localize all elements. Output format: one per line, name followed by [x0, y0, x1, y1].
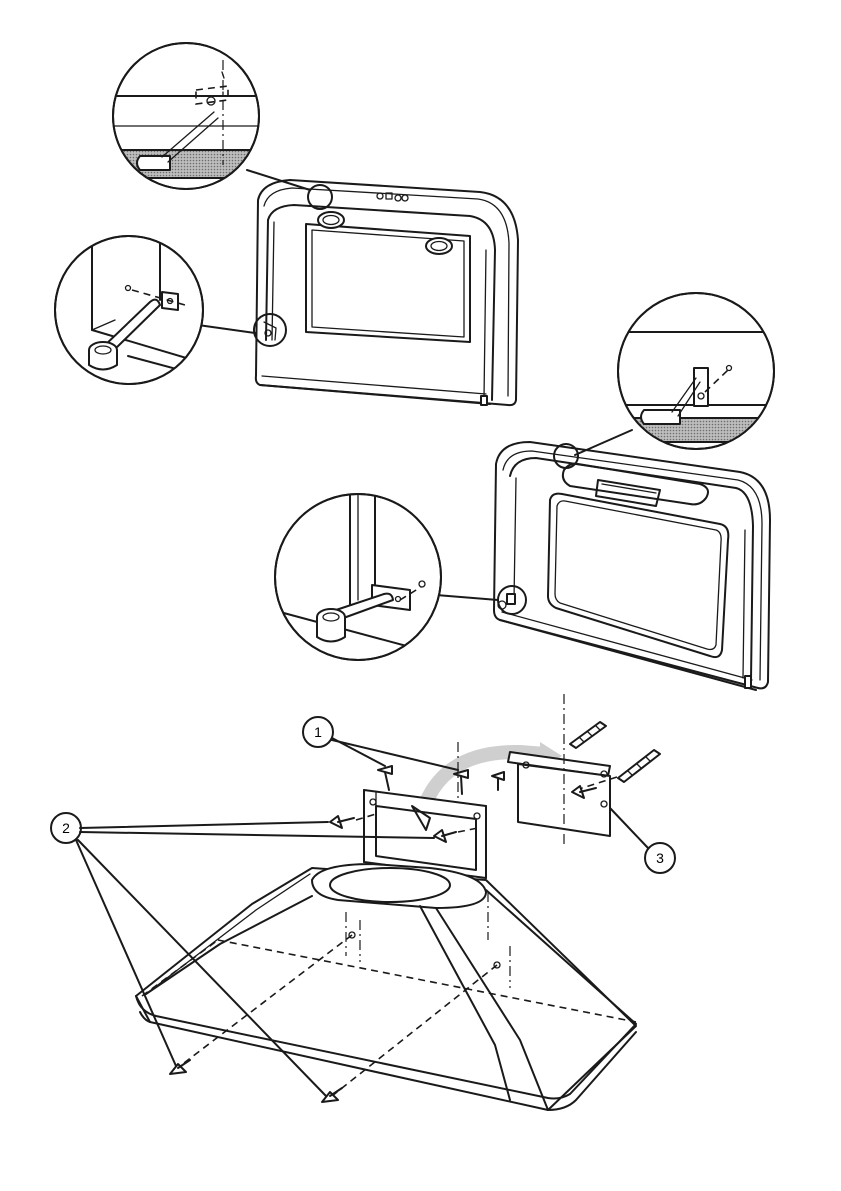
screw-top-3 — [492, 772, 504, 790]
callout-3-text: 3 — [656, 850, 664, 866]
screw-top-1 — [378, 766, 392, 790]
detail-top-hinge-1 — [100, 43, 280, 189]
screw-top-2 — [454, 770, 468, 794]
wall-plug-1 — [570, 722, 606, 748]
hood-panel-front-view-2 — [436, 430, 770, 690]
detail-bottom-pivot-1 — [55, 236, 210, 384]
detail-bottom-pivot-2 — [275, 494, 441, 660]
screw-bottom-1 — [170, 1060, 190, 1074]
callout-2-text: 2 — [62, 820, 70, 836]
screw-back-1 — [330, 816, 354, 828]
callout-1-text: 1 — [314, 724, 322, 740]
hood-panel-front-view-1 — [198, 170, 518, 405]
chimney-hood-assembly: 1 2 3 — [51, 694, 675, 1110]
wall-plug-2 — [618, 750, 660, 782]
detail-marker-top — [308, 185, 332, 209]
detail-top-hinge-2 — [610, 293, 790, 449]
